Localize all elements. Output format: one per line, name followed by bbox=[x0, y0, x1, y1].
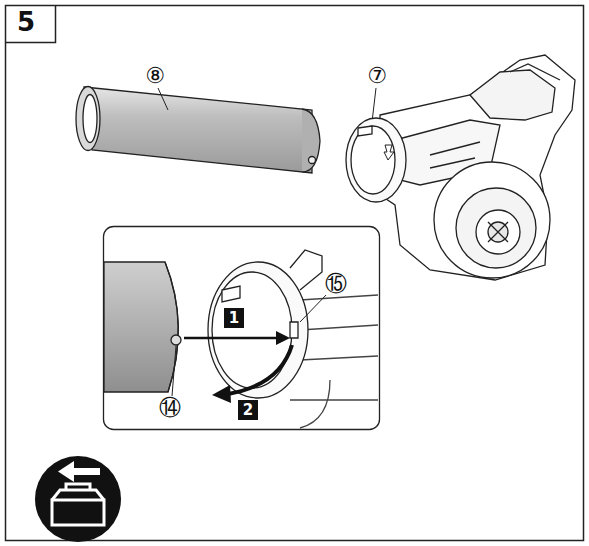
detail-view bbox=[104, 250, 378, 428]
callout-number: ⑧ bbox=[144, 65, 166, 87]
leader-line bbox=[372, 88, 376, 122]
nozzle-tube bbox=[76, 87, 320, 174]
blower-body bbox=[346, 55, 575, 280]
leader-line bbox=[172, 346, 176, 396]
callout-number: ⑮ bbox=[324, 273, 348, 295]
leader-line bbox=[300, 293, 328, 322]
callout-number: ⑭ bbox=[158, 397, 182, 419]
battery-icon bbox=[35, 456, 121, 542]
push-arrowhead bbox=[276, 331, 290, 345]
twist-arrow bbox=[228, 345, 292, 394]
callout-number: ⑦ bbox=[366, 65, 388, 87]
step-number: 2 bbox=[238, 400, 258, 420]
detail-inset bbox=[104, 227, 380, 430]
leader-line bbox=[158, 88, 168, 110]
figure-box bbox=[6, 6, 56, 43]
twist-arrowhead bbox=[212, 385, 231, 403]
step-number: 1 bbox=[224, 308, 244, 328]
figure-number: 5 bbox=[17, 9, 35, 35]
push-arrow bbox=[184, 337, 278, 340]
